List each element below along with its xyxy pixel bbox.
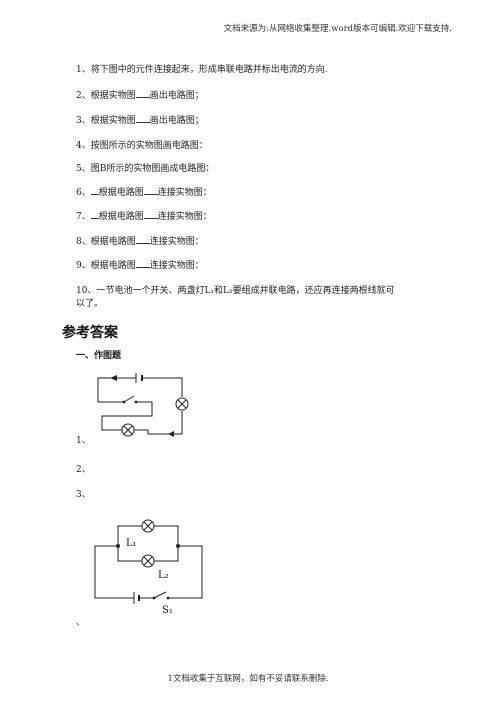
wire bbox=[94, 545, 134, 599]
question-text: 一节电池一个开关、两盏灯L₁和L₂要组成并联电路，还应再连接两根线就可 bbox=[96, 286, 395, 296]
answer-blank bbox=[90, 186, 99, 195]
answer-blank bbox=[135, 89, 150, 98]
question-6: 6、根据电路图 连接实物图： bbox=[76, 185, 212, 198]
question-number: 5、 bbox=[76, 164, 91, 174]
lamp-cross bbox=[143, 556, 153, 566]
page-footer: 1文档收集于互联网，如有不妥请联系删除. bbox=[167, 674, 329, 684]
question-3: 3、根据实物图 画出电路图； bbox=[76, 113, 204, 126]
question-8: 8、根据电路图 连接实物图： bbox=[76, 234, 204, 247]
question-text: 图B所示的实物图画成电路图： bbox=[90, 164, 215, 174]
series-circuit-diagram bbox=[97, 373, 189, 437]
question-text: 根据电路图 bbox=[90, 237, 136, 247]
question-4: 4、按图所示的实物图画电路图： bbox=[76, 138, 208, 151]
wire bbox=[168, 545, 203, 599]
answers-section-heading: 一、作图题 bbox=[76, 351, 122, 361]
answer-blank bbox=[143, 210, 158, 219]
question-number: 8、 bbox=[76, 237, 91, 247]
wire bbox=[134, 411, 183, 435]
question-number: 3、 bbox=[76, 116, 91, 126]
lamp-l1-label: L₁ bbox=[126, 538, 137, 549]
answer-blank bbox=[143, 186, 158, 195]
lamp-icon bbox=[175, 397, 189, 411]
answers-title: 参考答案 bbox=[62, 325, 118, 341]
current-direction-arrow bbox=[168, 431, 174, 437]
junction-dot bbox=[176, 544, 180, 548]
wire bbox=[142, 377, 183, 397]
answer-blank bbox=[135, 114, 150, 123]
lamp-cross bbox=[143, 521, 153, 531]
answer-3-number: 3、 bbox=[76, 490, 91, 500]
question-text: 以了。 bbox=[76, 299, 104, 309]
question-text: 按图所示的实物图画电路图： bbox=[90, 141, 208, 151]
answer-blank bbox=[90, 210, 99, 219]
question-2: 2、根据实物图 画出电路图； bbox=[76, 88, 204, 101]
question-text: 连接实物图： bbox=[157, 212, 212, 222]
answer-2-number: 2、 bbox=[76, 465, 91, 475]
lamp-cross bbox=[123, 425, 133, 435]
junction-dot bbox=[116, 544, 120, 548]
answer-blank bbox=[135, 259, 150, 268]
question-9: 9、根据电路图 连接实物图： bbox=[76, 258, 204, 271]
question-text: 根据电路图 bbox=[98, 188, 144, 198]
question-number: 2、 bbox=[76, 91, 91, 101]
question-5: 5、图B所示的实物图画成电路图： bbox=[76, 161, 214, 174]
question-1: 1、将下图中的元件连接起来，形成串联电路并标出电流的方向. bbox=[76, 62, 328, 75]
answer-blank bbox=[135, 235, 150, 244]
question-text: 画出电路图； bbox=[149, 91, 204, 101]
question-text: 根据电路图 bbox=[98, 212, 144, 222]
question-10: 10、一节电池一个开关、两盏灯L₁和L₂要组成并联电路，还应再连接两根线就可 bbox=[76, 283, 395, 296]
answer-1-number: 1、 bbox=[76, 436, 91, 446]
answer-4-number: 、 bbox=[76, 618, 86, 628]
wire bbox=[154, 546, 179, 562]
page-header: 文档来源为:从网络收集整理.word版本可编辑.欢迎下载支持. bbox=[223, 24, 452, 34]
question-number: 9、 bbox=[76, 261, 91, 271]
question-text: 将下图中的元件连接起来，形成串联电路并标出电流的方向. bbox=[90, 65, 328, 75]
question-text: 连接实物图： bbox=[149, 261, 204, 271]
question-text: 连接实物图： bbox=[157, 188, 212, 198]
lamp-l2-label: L₂ bbox=[158, 570, 169, 581]
wire bbox=[101, 401, 153, 431]
switch-contact bbox=[166, 596, 170, 600]
question-text: 根据实物图 bbox=[90, 91, 136, 101]
question-10-continued: 以了。 bbox=[76, 296, 103, 309]
question-number: 1、 bbox=[76, 65, 91, 75]
switch-s1-label: S₁ bbox=[162, 605, 173, 616]
question-text: 根据实物图 bbox=[90, 116, 136, 126]
question-number: 4、 bbox=[76, 141, 91, 151]
current-direction-arrow bbox=[110, 375, 117, 381]
lamp-cross bbox=[177, 399, 187, 409]
question-text: 画出电路图； bbox=[149, 116, 204, 126]
question-text: 连接实物图： bbox=[149, 237, 204, 247]
question-number: 6、 bbox=[76, 188, 91, 198]
switch-blade bbox=[153, 591, 167, 599]
wire bbox=[117, 525, 142, 546]
question-text: 根据电路图 bbox=[90, 261, 136, 271]
switch-blade bbox=[123, 395, 135, 403]
question-7: 7、根据电路图 连接实物图： bbox=[76, 209, 212, 222]
wire bbox=[117, 546, 142, 562]
question-number: 7、 bbox=[76, 212, 91, 222]
parallel-circuit-diagram: L₁ L₂ S₁ bbox=[94, 519, 203, 616]
wire bbox=[154, 525, 179, 546]
question-number: 10、 bbox=[76, 286, 97, 296]
